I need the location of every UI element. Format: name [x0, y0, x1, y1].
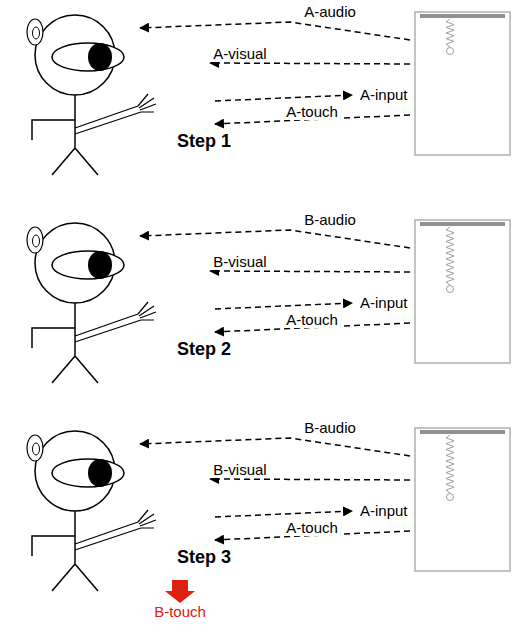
- signal-label: B-visual: [211, 461, 268, 478]
- spring: [446, 19, 454, 47]
- event-label: B-touch: [152, 603, 208, 620]
- signal-label: B-visual: [211, 253, 268, 270]
- spring: [446, 435, 454, 493]
- signal-label: A-touch: [284, 311, 340, 328]
- signal-label: B-audio: [302, 419, 358, 436]
- signal-label: A-touch: [284, 103, 340, 120]
- signal-label: A-input: [358, 294, 410, 311]
- signal-label: A-audio: [302, 3, 358, 20]
- spring-end: [447, 286, 454, 293]
- spring-end: [447, 494, 454, 501]
- step-label: Step 3: [175, 547, 233, 568]
- step-label: Step 1: [175, 131, 233, 152]
- spring-end: [447, 48, 454, 55]
- spring: [446, 227, 454, 285]
- signal-label: A-visual: [211, 45, 268, 62]
- signal-label: B-audio: [302, 211, 358, 228]
- step-label: Step 2: [175, 339, 233, 360]
- signal-label: A-touch: [284, 519, 340, 536]
- signal-label: A-input: [358, 86, 410, 103]
- red-arrow: [165, 580, 195, 603]
- signal-label: A-input: [358, 502, 410, 519]
